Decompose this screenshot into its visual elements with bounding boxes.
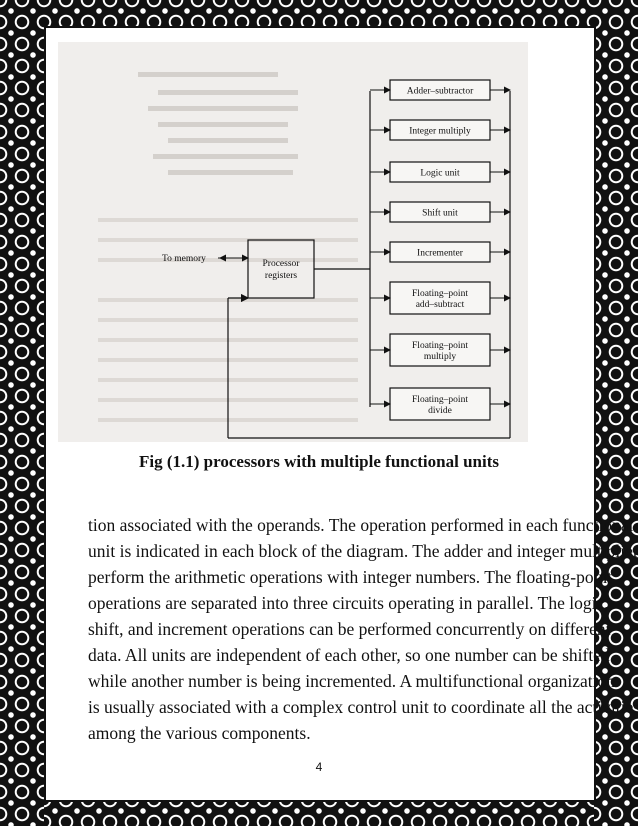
functional-unit-label: Floating–point <box>412 395 468 405</box>
functional-unit-label: Floating–point <box>412 341 468 351</box>
functional-unit-label: Incrementer <box>417 249 464 259</box>
functional-unit-label: Adder–subtractor <box>407 87 474 97</box>
diagram-svg: Processor registers To memory Adder–subt… <box>58 42 528 442</box>
to-memory-label: To memory <box>162 254 206 264</box>
body-line: operations are separated into three circ… <box>88 590 568 616</box>
functional-unit-label: Floating–point <box>412 289 468 299</box>
body-line: perform the arithmetic operations with i… <box>88 564 568 590</box>
decorative-border-left <box>0 0 44 826</box>
processor-registers-box <box>248 240 314 298</box>
registers-label-line1: Processor <box>263 259 301 269</box>
body-line: shift, and increment operations can be p… <box>88 616 568 642</box>
decorative-border-top <box>0 0 638 26</box>
body-line: data. All units are independent of each … <box>88 642 568 668</box>
figure-diagram: Processor registers To memory Adder–subt… <box>58 42 528 442</box>
functional-unit-label: multiply <box>424 352 456 362</box>
body-line: unit is indicated in each block of the d… <box>88 538 568 564</box>
functional-unit-label: divide <box>428 406 452 416</box>
body-line: is usually associated with a complex con… <box>88 694 568 720</box>
functional-unit-label: Integer multiply <box>409 127 471 137</box>
functional-unit-label: Logic unit <box>420 169 460 179</box>
page-number: 4 <box>0 760 638 774</box>
functional-unit-label: add–subtract <box>416 300 465 310</box>
decorative-border-bottom <box>0 800 638 826</box>
figure-caption: Fig (1.1) processors with multiple funct… <box>0 452 638 472</box>
body-paragraph: tion associated with the operands. The o… <box>88 512 568 746</box>
registers-label-line2: registers <box>265 271 297 281</box>
functional-unit-label: Shift unit <box>422 208 458 219</box>
body-line: tion associated with the operands. The o… <box>88 512 568 538</box>
body-line: while another number is being incremente… <box>88 668 568 694</box>
body-line: among the various components. <box>88 720 568 746</box>
